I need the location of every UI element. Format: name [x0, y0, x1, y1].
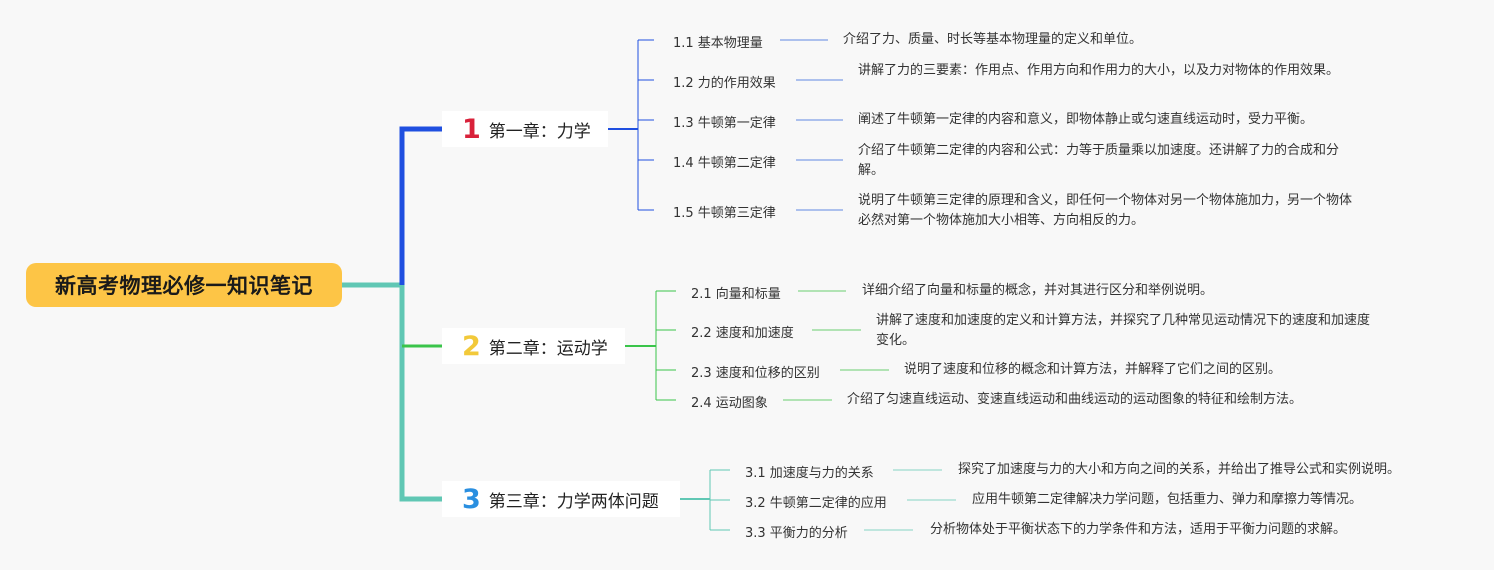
section-3-3-label[interactable]: 3.3 平衡力的分析: [745, 526, 848, 541]
chapter-2-number: 2: [462, 330, 481, 362]
chapter-2-title: 第二章：运动学: [488, 338, 608, 359]
chapter-3-number: 3: [462, 483, 481, 515]
section-1-1-desc: 介绍了力、质量、时长等基本物理量的定义和单位。: [843, 32, 1143, 47]
section-1-5-label[interactable]: 1.5 牛顿第三定律: [673, 206, 776, 221]
chapter-3-node[interactable]: 3 第三章：力学两体问题: [442, 481, 680, 517]
section-2-3-label[interactable]: 2.3 速度和位移的区别: [691, 366, 820, 381]
chapter-2-node[interactable]: 2 第二章：运动学: [442, 328, 625, 364]
section-1-2-label[interactable]: 1.2 力的作用效果: [673, 76, 776, 91]
section-1-4-desc: 介绍了牛顿第二定律的内容和公式：力等于质量乘以加速度。还讲解了力的合成和分解。: [858, 143, 1340, 178]
section-1-2-desc: 讲解了力的三要素：作用点、作用方向和作用力的大小，以及力对物体的作用效果。: [858, 63, 1340, 78]
section-3-1-label[interactable]: 3.1 加速度与力的关系: [745, 466, 874, 481]
section-2-1-desc: 详细介绍了向量和标量的概念，并对其进行区分和举例说明。: [862, 283, 1214, 298]
section-2-4-label[interactable]: 2.4 运动图象: [691, 396, 768, 411]
section-2-2-desc: 讲解了速度和加速度的定义和计算方法，并探究了几种常见运动情况下的速度和加速度变化…: [876, 313, 1371, 348]
section-3-2-desc: 应用牛顿第二定律解决力学问题，包括重力、弹力和摩擦力等情况。: [972, 492, 1363, 507]
section-2-2-label[interactable]: 2.2 速度和加速度: [691, 326, 794, 341]
section-2-1-label[interactable]: 2.1 向量和标量: [691, 287, 781, 302]
section-1-3-desc: 阐述了牛顿第一定律的内容和意义，即物体静止或匀速直线运动时，受力平衡。: [858, 112, 1314, 127]
chapter-1-number: 1: [462, 113, 481, 145]
chapter-1-title: 第一章：力学: [488, 121, 591, 142]
root-title: 新高考物理必修一知识笔记: [55, 274, 313, 298]
section-1-3-label[interactable]: 1.3 牛顿第一定律: [673, 116, 776, 131]
section-3-2-label[interactable]: 3.2 牛顿第二定律的应用: [745, 496, 887, 511]
section-1-1-label[interactable]: 1.1 基本物理量: [673, 36, 763, 51]
section-1-4-label[interactable]: 1.4 牛顿第二定律: [673, 156, 776, 171]
section-2-3-desc: 说明了速度和位移的概念和计算方法，并解释了它们之间的区别。: [904, 362, 1282, 377]
root-topic[interactable]: 新高考物理必修一知识笔记: [26, 263, 342, 307]
section-3-1-desc: 探究了加速度与力的大小和方向之间的关系，并给出了推导公式和实例说明。: [958, 462, 1401, 477]
section-3-3-desc: 分析物体处于平衡状态下的力学条件和方法，适用于平衡力问题的求解。: [930, 522, 1347, 537]
chapter-3-title: 第三章：力学两体问题: [488, 491, 659, 512]
section-2-4-desc: 介绍了匀速直线运动、变速直线运动和曲线运动的运动图象的特征和绘制方法。: [847, 392, 1303, 407]
section-1-5-desc: 说明了牛顿第三定律的原理和含义，即任何一个物体对另一个物体施加力，另一个物体必然…: [858, 193, 1353, 228]
chapter-1-node[interactable]: 1 第一章：力学: [442, 111, 608, 147]
